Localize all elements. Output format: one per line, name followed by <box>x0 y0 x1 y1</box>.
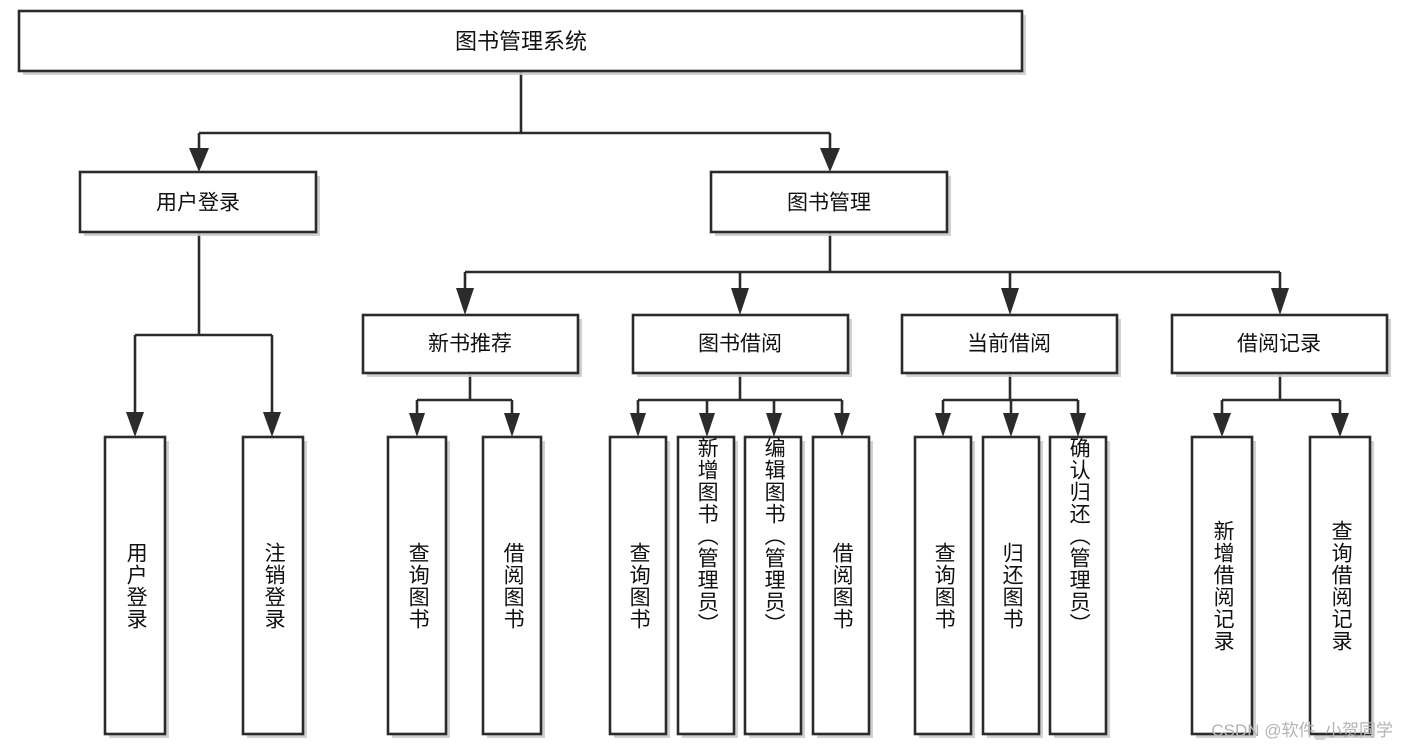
node-new-book-recommend-label: 新书推荐 <box>428 333 512 356</box>
leaf-logout-login-box[interactable] <box>241 435 305 736</box>
arrow-to-leaf-query-record <box>1331 413 1349 437</box>
leaf-query-record-box[interactable] <box>1308 435 1372 736</box>
arrow-to-leaf-borrow-book-1 <box>504 413 520 437</box>
leaf-user-login-box[interactable] <box>103 435 167 736</box>
arrow-to-leaf-edit-book <box>766 413 782 437</box>
leaf-edit-book-box[interactable] <box>743 435 803 736</box>
arrow-to-leaf-query-book-1 <box>409 413 425 437</box>
arrow-to-leaf-user-login <box>126 412 144 437</box>
leaf-borrow-book-1-box[interactable] <box>481 435 543 736</box>
node-user-login-box[interactable] <box>78 170 318 234</box>
node-current-borrow-box[interactable] <box>900 313 1119 375</box>
node-new-book-recommend[interactable]: 新书推荐 <box>361 313 582 377</box>
node-current-borrow[interactable]: 当前借阅 <box>900 313 1121 377</box>
node-root-label: 图书管理系统 <box>455 29 587 54</box>
arrow-to-leaf-logout-login <box>263 412 281 437</box>
arrow-to-book-manage <box>820 148 840 172</box>
node-book-borrow-label: 图书借阅 <box>698 333 782 356</box>
arrow-to-leaf-borrow-book-2 <box>834 413 850 437</box>
node-book-manage[interactable]: 图书管理 <box>709 170 951 236</box>
leaf-query-book-1-box[interactable] <box>386 435 448 736</box>
node-current-borrow-label: 当前借阅 <box>967 333 1051 356</box>
arrow-to-user-login <box>189 148 209 172</box>
node-book-manage-label: 图书管理 <box>787 192 871 215</box>
leaf-add-book-box[interactable] <box>676 435 736 736</box>
arrow-to-leaf-query-book-3 <box>935 413 951 437</box>
node-borrow-record-box[interactable] <box>1170 313 1389 375</box>
arrow-to-borrow-record <box>1271 288 1289 315</box>
node-borrow-record[interactable]: 借阅记录 <box>1170 313 1391 377</box>
arrow-to-new-book-recommend <box>456 288 474 315</box>
node-root-box[interactable] <box>17 9 1024 73</box>
node-new-book-recommend-box[interactable] <box>361 313 580 375</box>
leaf-query-book-3-box[interactable] <box>913 435 973 736</box>
leaf-add-record-box[interactable] <box>1190 435 1254 736</box>
leaf-query-book-2-box[interactable] <box>608 435 668 736</box>
leaf-box-group <box>103 435 1374 738</box>
leaf-return-book-box[interactable] <box>981 435 1041 736</box>
watermark-text: CSDN @软件_小贺同学 <box>1211 721 1393 740</box>
arrow-to-leaf-add-record <box>1213 413 1231 437</box>
arrow-to-book-borrow <box>731 288 749 315</box>
arrow-to-leaf-confirm-return <box>1070 413 1086 437</box>
node-user-login[interactable]: 用户登录 <box>78 170 320 236</box>
leaf-confirm-return-box[interactable] <box>1048 435 1108 736</box>
arrow-to-current-borrow <box>1001 288 1019 315</box>
leaf-borrow-book-2-box[interactable] <box>811 435 871 736</box>
node-book-borrow-box[interactable] <box>631 313 850 375</box>
node-book-borrow[interactable]: 图书借阅 <box>631 313 852 377</box>
arrow-to-leaf-add-book <box>699 413 715 437</box>
arrow-to-leaf-query-book-2 <box>630 413 646 437</box>
connector-group <box>126 71 1349 437</box>
node-book-manage-box[interactable] <box>709 170 949 234</box>
node-root[interactable]: 图书管理系统 <box>17 9 1026 75</box>
arrow-to-leaf-return-book <box>1003 413 1019 437</box>
node-borrow-record-label: 借阅记录 <box>1237 333 1321 356</box>
node-user-login-label: 用户登录 <box>156 192 240 215</box>
